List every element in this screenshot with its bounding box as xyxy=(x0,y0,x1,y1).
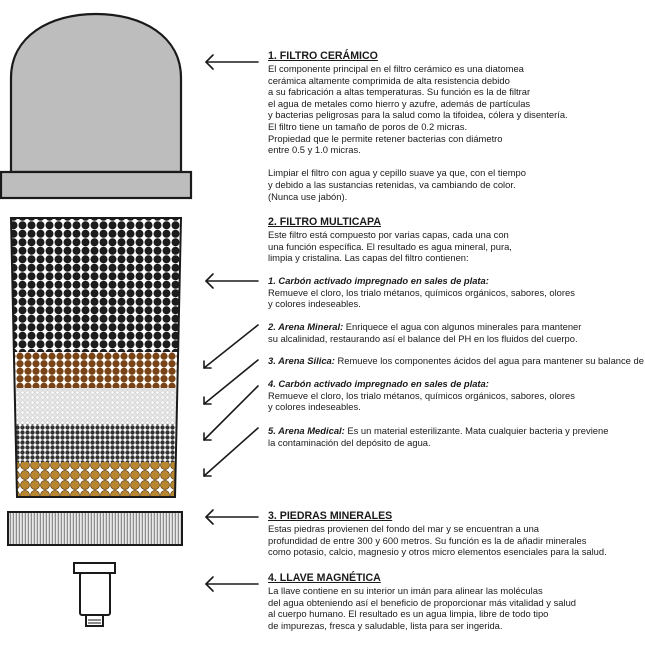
mineral-sand-layer xyxy=(11,352,181,388)
ceramic-filter-description: 1. FILTRO CERÁMICO El componente princip… xyxy=(268,50,643,202)
text-line: profundidad de entre 300 y 600 metros. S… xyxy=(268,534,587,546)
text-line: Limpiar el filtro con agua y cepillo sua… xyxy=(268,167,526,179)
arrow-left-icon xyxy=(205,509,259,525)
text-line: cerámica altamente comprimida de alta re… xyxy=(268,74,510,86)
magnetic-faucet xyxy=(73,562,116,627)
layer-name: 5. Arena Medical: xyxy=(268,425,345,436)
text-line: Propiedad que le permite retener bacteri… xyxy=(268,132,503,144)
text-line: limpia y cristalina. Las capas del filtr… xyxy=(268,252,469,264)
arrow-diagonal-icon xyxy=(203,385,259,441)
medical-sand-layer xyxy=(11,462,181,497)
text-line: El filtro tiene un tamaño de poros de 0.… xyxy=(268,120,468,132)
text-line: Estas piedras provienen del fondo del ma… xyxy=(268,523,540,534)
text-line: su alcalinidad, restaurando así el balan… xyxy=(268,332,578,344)
arrow-diagonal-icon xyxy=(203,427,259,477)
layer-inline-text: Enriquece el agua con algunos minerales … xyxy=(343,321,582,332)
text-line: y bacterias peligrosas para la salud com… xyxy=(268,109,568,121)
multilayer-filter xyxy=(9,217,183,498)
arrow-left-icon xyxy=(205,54,259,70)
multilayer-filter-title: 2. FILTRO MULTICAPA xyxy=(268,216,381,228)
text-line: al cuerpo humano. El resultado es un agu… xyxy=(268,608,549,620)
arrow-diagonal-icon xyxy=(203,324,259,369)
text-line: y colores indeseables. xyxy=(268,401,361,413)
text-line: El componente principal en el filtro cer… xyxy=(268,63,524,74)
arrow-left-icon xyxy=(205,576,259,592)
layer-silica-sand: 3. Arena Silica: Remueve los componentes… xyxy=(268,355,645,367)
text-line: y debido a las sustancias retenidas, va … xyxy=(268,178,516,190)
text-line: el agua de metales como hierro y azufre,… xyxy=(268,97,531,109)
text-line: a su fabricación a altas temperaturas. S… xyxy=(268,86,531,98)
layer-mineral-sand: 2. Arena Mineral: Enriquece el agua con … xyxy=(268,321,643,344)
text-line: del agua obteniendo así el beneficio de … xyxy=(268,596,577,608)
text-line: (Nunca use jabón). xyxy=(268,190,348,202)
text-line: Remueve el cloro, los trialo métanos, qu… xyxy=(268,389,575,401)
layer-inline-text: Remueve los componentes ácidos del agua … xyxy=(334,355,645,366)
ceramic-filter xyxy=(0,12,193,200)
text-line: entre 0.5 y 1.0 micras. xyxy=(268,144,361,156)
carbon-layer xyxy=(11,218,181,352)
text-line: y colores indeseables. xyxy=(268,298,361,310)
silica-sand-layer xyxy=(11,388,181,424)
arrow-left-icon xyxy=(205,273,259,289)
arrow-diagonal-icon xyxy=(203,359,259,405)
ceramic-filter-title: 1. FILTRO CERÁMICO xyxy=(268,50,378,62)
layer-name: 1. Carbón activado impregnado en sales d… xyxy=(268,275,489,286)
text-line: La llave contiene en su interior un imán… xyxy=(268,585,543,596)
mineral-stones-description: 3. PIEDRAS MINERALES Estas piedras provi… xyxy=(268,510,643,558)
text-line: Este filtro está compuesto por varias ca… xyxy=(268,229,509,240)
layer-medical-sand: 5. Arena Medical: Es un material esteril… xyxy=(268,425,643,448)
layer-inline-text: Es un material esterilizante. Mata cualq… xyxy=(344,425,609,436)
magnetic-faucet-description: 4. LLAVE MAGNÉTICA La llave contiene en … xyxy=(268,572,643,631)
layer-name: 3. Arena Silica: xyxy=(268,355,335,366)
layer-carbon-2: 4. Carbón activado impregnado en sales d… xyxy=(268,378,643,413)
magnetic-faucet-title: 4. LLAVE MAGNÉTICA xyxy=(268,572,381,584)
text-line: la contaminación del depósito de agua. xyxy=(268,436,431,448)
layer-name: 4. Carbón activado impregnado en sales d… xyxy=(268,378,489,389)
multilayer-filter-description: 2. FILTRO MULTICAPA Este filtro está com… xyxy=(268,216,643,264)
layer-carbon: 1. Carbón activado impregnado en sales d… xyxy=(268,275,643,310)
text-line: como potasio, calcio, magnesio y otros m… xyxy=(268,546,607,558)
mineral-stones xyxy=(7,511,183,546)
layer-name: 2. Arena Mineral: xyxy=(268,321,344,332)
text-line: de impurezas, fresca y saludable, lista … xyxy=(268,619,503,631)
text-line: una función específica. El resultado es … xyxy=(268,240,512,252)
carbon-layer-2 xyxy=(11,424,181,462)
text-line: Remueve el cloro, los trialo métanos, qu… xyxy=(268,286,575,298)
mineral-stones-title: 3. PIEDRAS MINERALES xyxy=(268,510,393,522)
